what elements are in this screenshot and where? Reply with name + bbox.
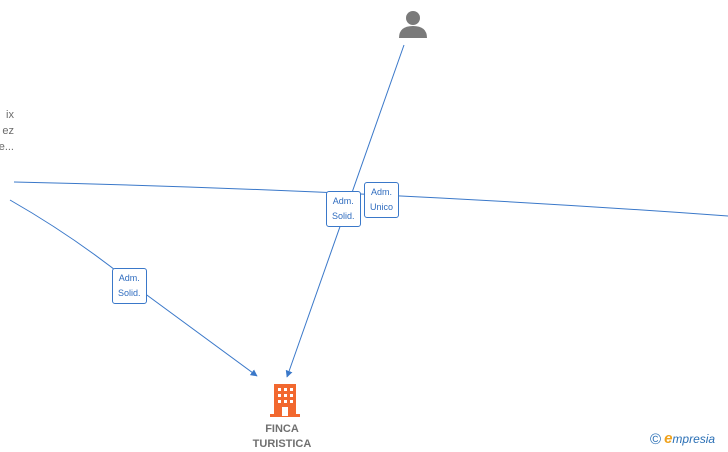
edge-label-line1: Adm. [118, 273, 140, 283]
left-node-text-fragment-1: ix [6, 109, 14, 121]
building-icon[interactable] [270, 384, 300, 417]
brand-logo-text: mpresia [672, 432, 716, 446]
company-node-label[interactable]: FINCA TURISTICA [232, 422, 332, 452]
left-node-text-fragment-2: ez [2, 125, 14, 137]
edge-label-adm-unico[interactable]: Adm. Unico [364, 182, 400, 218]
edge-label-adm-solid-center[interactable]: Adm. Solid. [326, 191, 361, 227]
company-name-line1: FINCA [265, 423, 299, 435]
edge-label-line1: Adm. [332, 196, 354, 206]
edge-label-adm-solid-left[interactable]: Adm. Solid. [112, 268, 147, 304]
edge-label-line1: Adm. [371, 187, 393, 197]
edge-label-line2: Solid. [118, 288, 141, 298]
empresia-watermark: ©empresia [650, 430, 715, 448]
brand-logo-initial: e [664, 430, 673, 447]
left-node-text-fragment-3: e... [0, 141, 14, 153]
person-icon[interactable] [399, 11, 427, 38]
edge-label-line2: Solid. [332, 211, 355, 221]
copyright-symbol: © [650, 431, 662, 448]
company-name-line2: TURISTICA [252, 438, 312, 450]
edge-label-line2: Unico [370, 202, 394, 212]
